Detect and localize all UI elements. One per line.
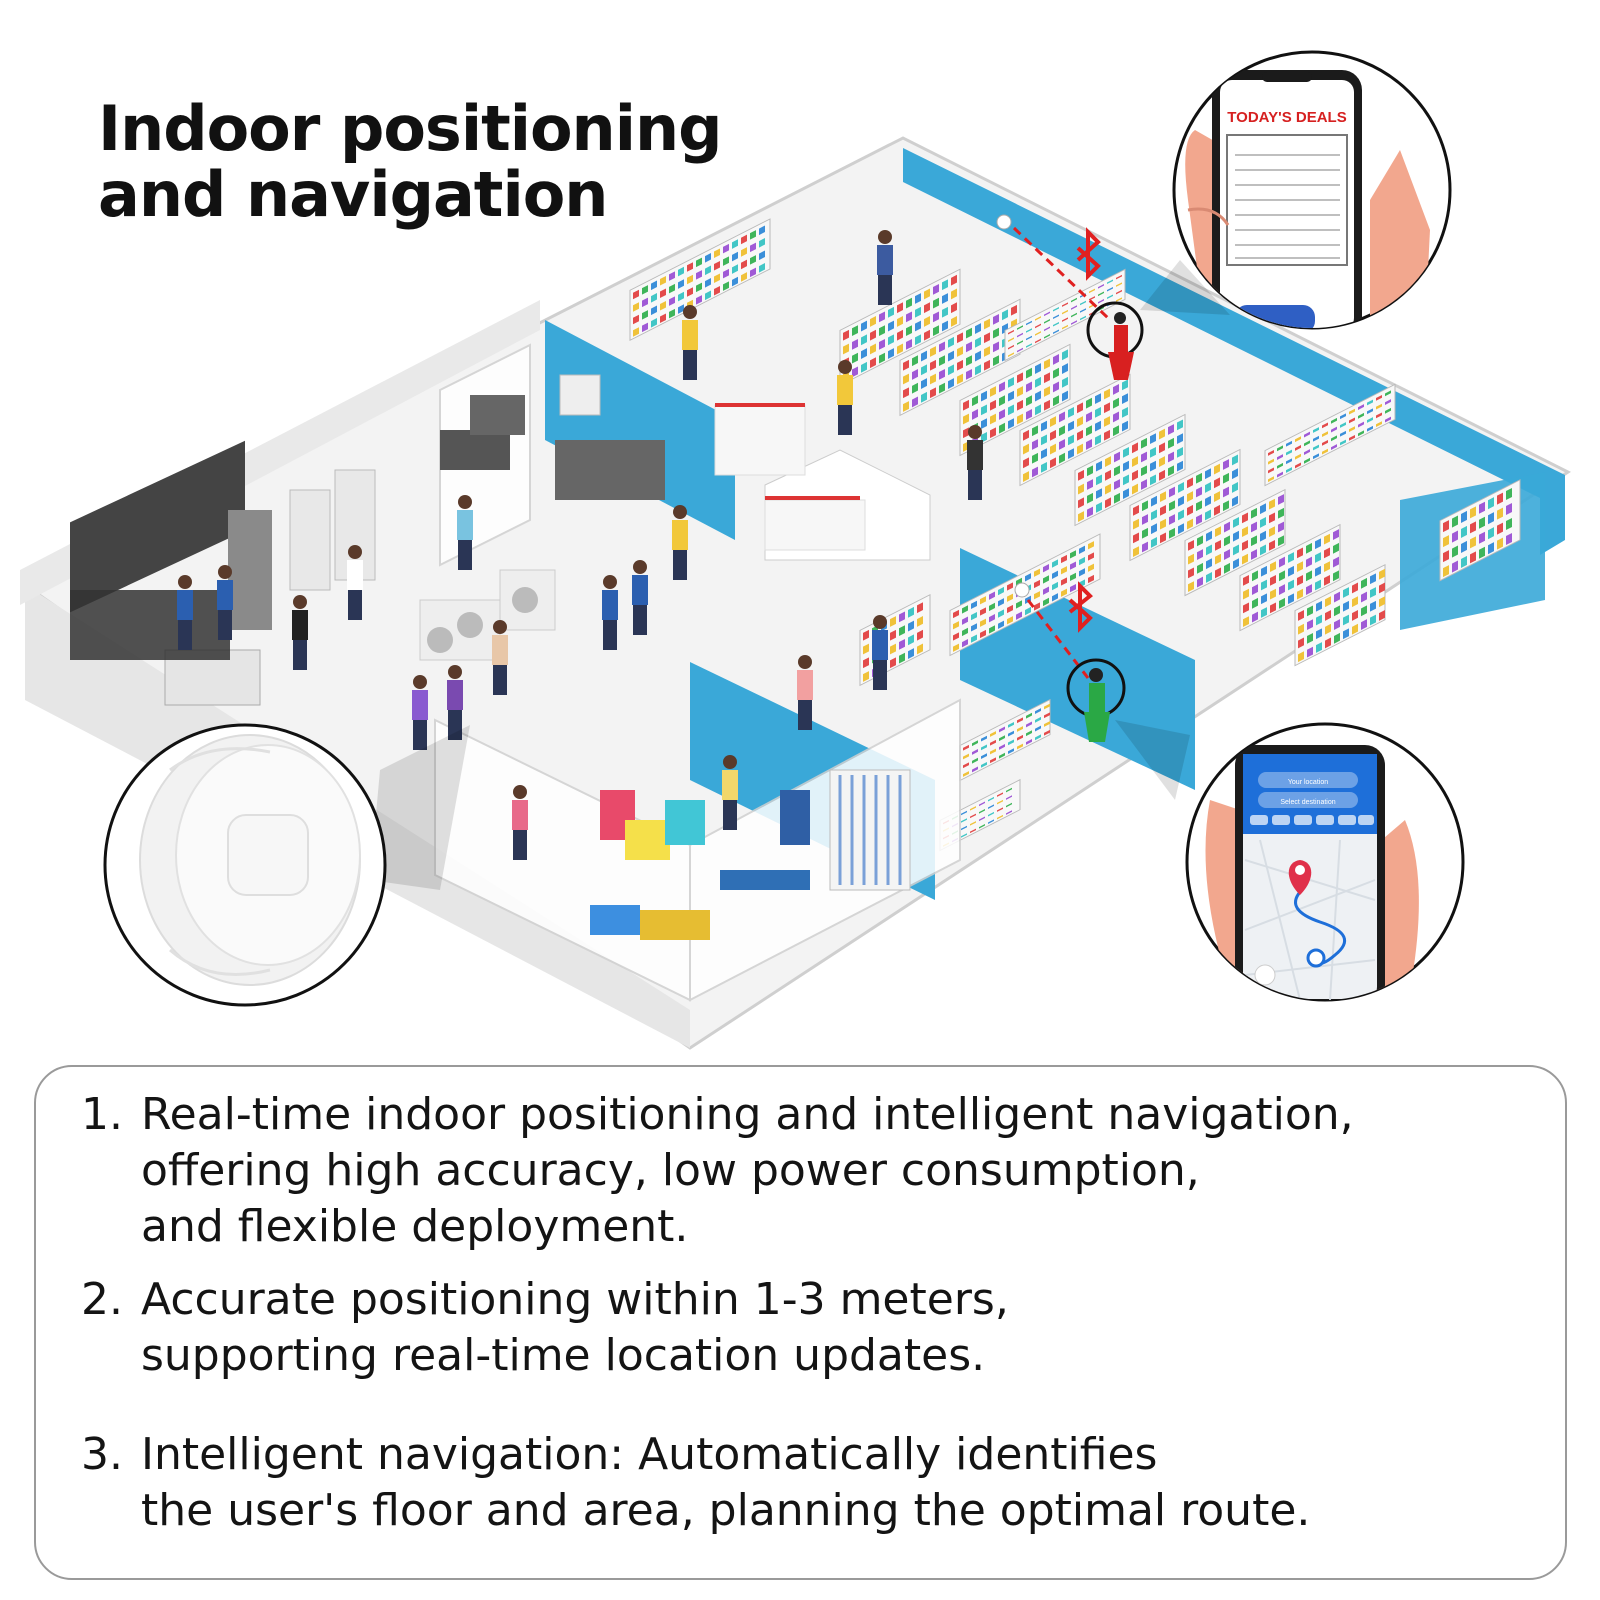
todays-deals-text: TODAY'S DEALS [1227, 109, 1346, 126]
select-destination-field: Select destination [1280, 799, 1335, 806]
shoppers [177, 230, 983, 860]
zoom-cones [370, 260, 1230, 890]
store-illustration: TODAY'S DEALS Your location Select desti… [20, 50, 1571, 1050]
bluetooth-signal-top [996, 214, 1144, 380]
appliance-section [70, 374, 665, 706]
features-box: 1. Real-time indoor positioning and inte… [34, 1065, 1567, 1580]
phone-navigation-inset: Your location Select destination [1185, 722, 1465, 1002]
checkout-counters [714, 403, 931, 561]
clothing-section [590, 769, 911, 940]
feature-number: 3. [81, 1429, 123, 1480]
title-line-1: Indoor positioning [98, 92, 722, 165]
bluetooth-icon [1076, 227, 1101, 281]
bluetooth-signal-bottom [1014, 581, 1126, 742]
your-location-field: Your location [1288, 779, 1328, 786]
feature-text: Real-time indoor positioning and intelli… [141, 1089, 1354, 1252]
feature-number: 1. [81, 1089, 123, 1140]
bluetooth-icon [1068, 581, 1093, 633]
page-title: Indoor positioning and navigation [98, 96, 738, 228]
beacon-inset [103, 723, 387, 1007]
title-line-2: and navigation [98, 158, 608, 231]
feature-text: Accurate positioning within 1-3 meters, … [141, 1274, 1009, 1381]
phone-deals-inset: TODAY'S DEALS [1172, 50, 1452, 330]
location-pin-icon [1288, 860, 1312, 895]
feature-text: Intelligent navigation: Automatically id… [141, 1429, 1311, 1536]
feature-number: 2. [81, 1274, 123, 1325]
beacon-icon [139, 734, 361, 986]
